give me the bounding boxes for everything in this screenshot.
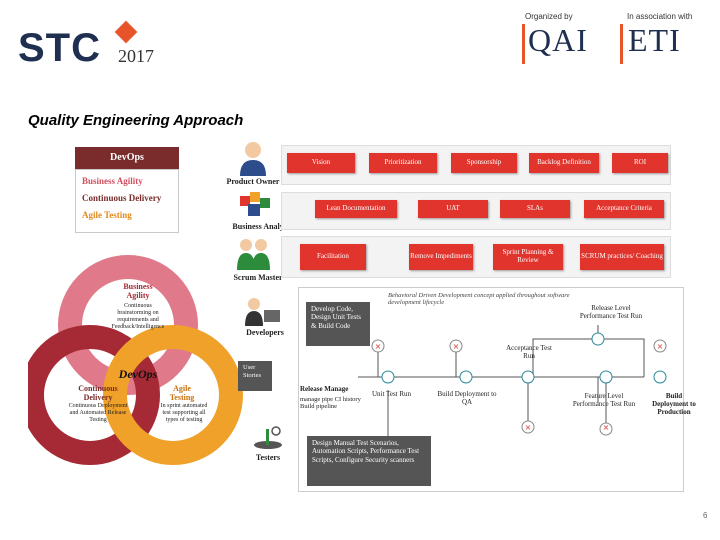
box-sponsorship: Sponsorship bbox=[451, 153, 517, 173]
devops-list: Business Agility Continuous Delivery Agi… bbox=[75, 169, 179, 233]
role-label-testers: Testers bbox=[255, 453, 281, 462]
logo-diamond-icon bbox=[114, 20, 138, 44]
testers-icon bbox=[254, 426, 282, 449]
box-scrum-practices: SCRUM practices/ Coaching bbox=[580, 244, 664, 270]
bdd-note: Behavioral Driven Development concept ap… bbox=[388, 292, 570, 307]
release-manage-sub: manage pipe CI history Build pipeline bbox=[300, 396, 361, 411]
box-facilitation: Facilitation bbox=[300, 244, 366, 270]
box-prioritization: Prioritization bbox=[369, 153, 437, 173]
build-deploy-production-label: Build Deployment to Production bbox=[652, 392, 696, 417]
role-label-product-owner: Product Owner bbox=[226, 177, 280, 186]
svg-text:×: × bbox=[453, 342, 460, 351]
unit-test-run-label: Unit Test Run bbox=[372, 390, 412, 398]
svg-text:×: × bbox=[657, 342, 664, 351]
agile-testing-ring bbox=[103, 325, 243, 465]
developers-icon bbox=[245, 298, 280, 326]
release-manage-label: Release Manage bbox=[300, 385, 349, 393]
page-number: 6 bbox=[703, 511, 708, 520]
release-perf-test-label: Release Level Performance Test Run bbox=[579, 304, 643, 321]
box-vision: Vision bbox=[287, 153, 355, 173]
scrum-master-icon bbox=[237, 239, 270, 270]
devops-list-heading: DevOps bbox=[75, 147, 179, 169]
qai-logo: QAI bbox=[528, 22, 588, 58]
page-title: Quality Engineering Approach bbox=[28, 112, 244, 129]
role-label-business-analyst: Business Analyst bbox=[232, 222, 290, 231]
develop-code-box: Develop Code, Design Unit Tests & Build … bbox=[306, 302, 370, 346]
box-sprint-planning-review: Sprint Planning & Review bbox=[493, 244, 563, 270]
role-label-scrum-master: Scrum Master bbox=[233, 273, 283, 282]
continuous-delivery-ring bbox=[28, 325, 160, 465]
ring-desc-business-agility: Continuous brainstorming on requirements… bbox=[111, 303, 165, 330]
build-deploy-qa-label: Build Deployment to QA bbox=[437, 390, 497, 407]
user-stories-box: User Stories bbox=[238, 361, 272, 391]
box-backlog-definition: Backlog Definition bbox=[529, 153, 599, 173]
eti-logo: ETI bbox=[628, 22, 681, 58]
feature-perf-test-label: Feature Level Performance Test Run bbox=[572, 392, 636, 409]
role-label-developers: Developers bbox=[246, 328, 284, 337]
flow-connectors: × × × × × bbox=[358, 325, 667, 437]
eti-divider bbox=[620, 24, 623, 64]
devops-rings-diagram bbox=[28, 255, 243, 465]
product-owner-icon bbox=[240, 142, 266, 176]
logo-stc: STC bbox=[18, 26, 101, 70]
ring-desc-continuous-delivery: Continuous Deployment and Automated Rele… bbox=[68, 403, 128, 423]
ring-title-agile-testing: Agile Testing bbox=[169, 384, 195, 403]
devops-item-agile-testing: Agile Testing bbox=[82, 210, 132, 220]
ring-desc-agile-testing: In sprint automated test supporting all … bbox=[160, 403, 208, 423]
devops-item-continuous-delivery: Continuous Delivery bbox=[82, 193, 162, 203]
box-roi: ROI bbox=[612, 153, 668, 173]
qai-divider bbox=[522, 24, 525, 64]
svg-text:×: × bbox=[375, 342, 382, 351]
svg-text:×: × bbox=[603, 423, 610, 432]
business-analyst-icon bbox=[240, 192, 270, 216]
logo-year: 2017 bbox=[118, 46, 154, 66]
organized-by-label: Organized by bbox=[525, 12, 573, 21]
rings-center-label: DevOps bbox=[118, 367, 158, 381]
ring-title-continuous-delivery: Continuous Delivery bbox=[78, 384, 118, 403]
association-label: In association with bbox=[627, 12, 693, 21]
tester-activities-box: Design Manual Test Scenarios, Automation… bbox=[307, 436, 431, 486]
devops-item-business-agility: Business Agility bbox=[82, 176, 143, 186]
box-acceptance-criteria: Acceptance Criteria bbox=[584, 200, 664, 218]
box-remove-impediments: Remove Impediments bbox=[409, 244, 473, 270]
svg-text:×: × bbox=[525, 423, 532, 432]
acceptance-test-label: Acceptance Test Run bbox=[506, 344, 552, 361]
box-lean-documentation: Lean Documentation bbox=[315, 200, 397, 218]
box-slas: SLAs bbox=[500, 200, 570, 218]
box-uat: UAT bbox=[418, 200, 488, 218]
ring-title-business-agility: Business Agility bbox=[123, 282, 153, 301]
